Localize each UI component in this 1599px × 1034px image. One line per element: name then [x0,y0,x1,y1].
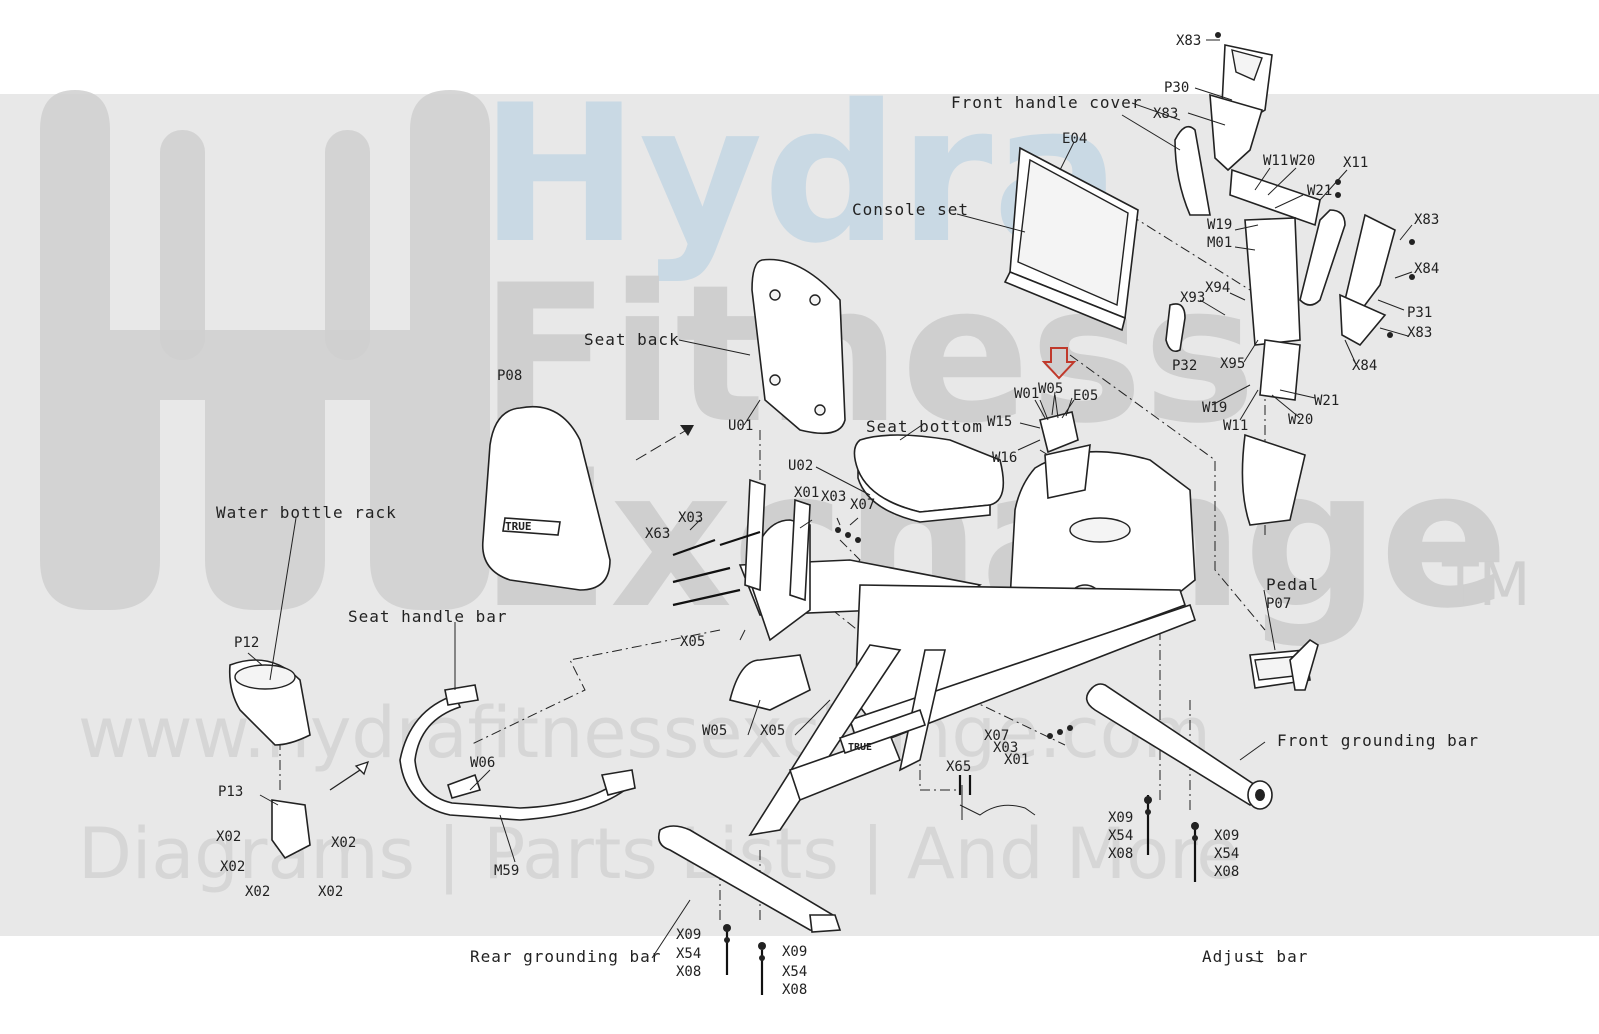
callout-x07: X07 [984,728,1009,744]
callout-w16: W16 [992,450,1017,466]
callout-x07: X07 [850,497,875,513]
callout-w11: W11 [1263,153,1288,169]
water-bottle-rack [228,659,311,860]
down-arrow-icon [1041,347,1077,380]
main-frame: TRUE [729,443,1196,837]
callout-w05: W05 [1038,381,1063,397]
callout-p13: P13 [218,784,243,800]
callout-e05: E05 [1073,388,1098,404]
callout-x54: X54 [1108,828,1133,844]
product-logo-frame: TRUE [848,742,872,753]
callout-p31: P31 [1407,305,1432,321]
callout-w06: W06 [470,755,495,771]
callout-w20: W20 [1290,153,1315,169]
callout-w21: W21 [1307,183,1332,199]
callout-w05: W05 [702,723,727,739]
console-set [1003,146,1139,332]
label-rear-grounding-bar: Rear grounding bar [470,947,661,966]
front-handle-assembly [1165,44,1396,526]
label-seat-back: Seat back [584,330,680,349]
callout-p32: P32 [1172,358,1197,374]
callout-p07: P07 [1266,596,1291,612]
callout-x83: X83 [1153,106,1178,122]
callout-x94: X94 [1205,280,1230,296]
callout-x54: X54 [782,964,807,980]
fasteners [672,32,1415,995]
callout-x03: X03 [678,510,703,526]
callout-w19: W19 [1207,217,1232,233]
seat-back [751,258,846,435]
callout-x09: X09 [1108,810,1133,826]
callout-x08: X08 [782,982,807,998]
callout-x08: X08 [1108,846,1133,862]
callout-x83: X83 [1407,325,1432,341]
callout-x02: X02 [318,884,343,900]
label-pedal: Pedal [1266,575,1319,594]
watermark-logo [40,90,490,610]
callout-e04: E04 [1062,131,1087,147]
callout-x01: X01 [794,485,819,501]
callout-x03: X03 [993,740,1018,756]
label-adjust-bar: Adjust bar [1202,947,1308,966]
rear-grounding-bar [657,825,842,933]
callout-x54: X54 [676,946,701,962]
product-logo-p08: TRUE [505,520,532,533]
leader-lines [247,39,1413,963]
callout-m01: M01 [1207,235,1232,251]
callout-x65: X65 [946,759,971,775]
callout-p30: P30 [1164,80,1189,96]
callout-m59: M59 [494,863,519,879]
callout-x11: X11 [1343,155,1368,171]
callout-x03: X03 [821,489,846,505]
callout-w21: W21 [1314,393,1339,409]
label-seat-bottom: Seat bottom [866,417,983,436]
callout-x09: X09 [1214,828,1239,844]
callout-x02: X02 [220,859,245,875]
callout-u02: U02 [788,458,813,474]
callout-x02: X02 [245,884,270,900]
callout-x09: X09 [676,927,701,943]
arrow-right-icon [329,760,370,791]
arrow-right-icon [635,427,691,461]
callout-w01: W01 [1014,386,1039,402]
callout-x08: X08 [676,964,701,980]
arrow-right-icon [680,425,694,436]
callout-x93: X93 [1180,290,1205,306]
callout-x84: X84 [1352,358,1377,374]
callout-x05: X05 [760,723,785,739]
callout-p08: P08 [497,368,522,384]
callout-x95: X95 [1220,356,1245,372]
callout-w11: W11 [1223,418,1248,434]
callout-w20: W20 [1288,412,1313,428]
seat-handle-bar [399,684,636,821]
watermark-tagline: Diagrams | Parts Lists | And More [78,813,1239,895]
callout-x09: X09 [782,944,807,960]
callout-w19: W19 [1202,400,1227,416]
pedal-assembly [1249,638,1319,691]
seat-cushion-p08: TRUE [481,406,611,591]
callout-x02: X02 [216,829,241,845]
adjust-bar [959,785,1036,820]
callout-x63: X63 [645,526,670,542]
callout-x84: X84 [1414,261,1439,277]
callout-x83: X83 [1176,33,1201,49]
callout-x08: X08 [1214,864,1239,880]
callout-x54: X54 [1214,846,1239,862]
label-front-grounding-bar: Front grounding bar [1277,731,1479,750]
callout-x01: X01 [1004,752,1029,768]
wire-harness [1039,394,1079,454]
front-grounding-bar [1085,683,1273,810]
watermark-trademark: TM [1441,550,1530,620]
callout-x05: X05 [680,634,705,650]
callout-x02: X02 [331,835,356,851]
callout-w15: W15 [987,414,1012,430]
label-seat-handle-bar: Seat handle bar [348,607,508,626]
callout-x83: X83 [1414,212,1439,228]
callout-u01: U01 [728,418,753,434]
label-water-bottle-rack: Water bottle rack [216,503,397,522]
label-front-handle-cover: Front handle cover [951,93,1142,112]
callout-p12: P12 [234,635,259,651]
label-console-set: Console set [852,200,969,219]
